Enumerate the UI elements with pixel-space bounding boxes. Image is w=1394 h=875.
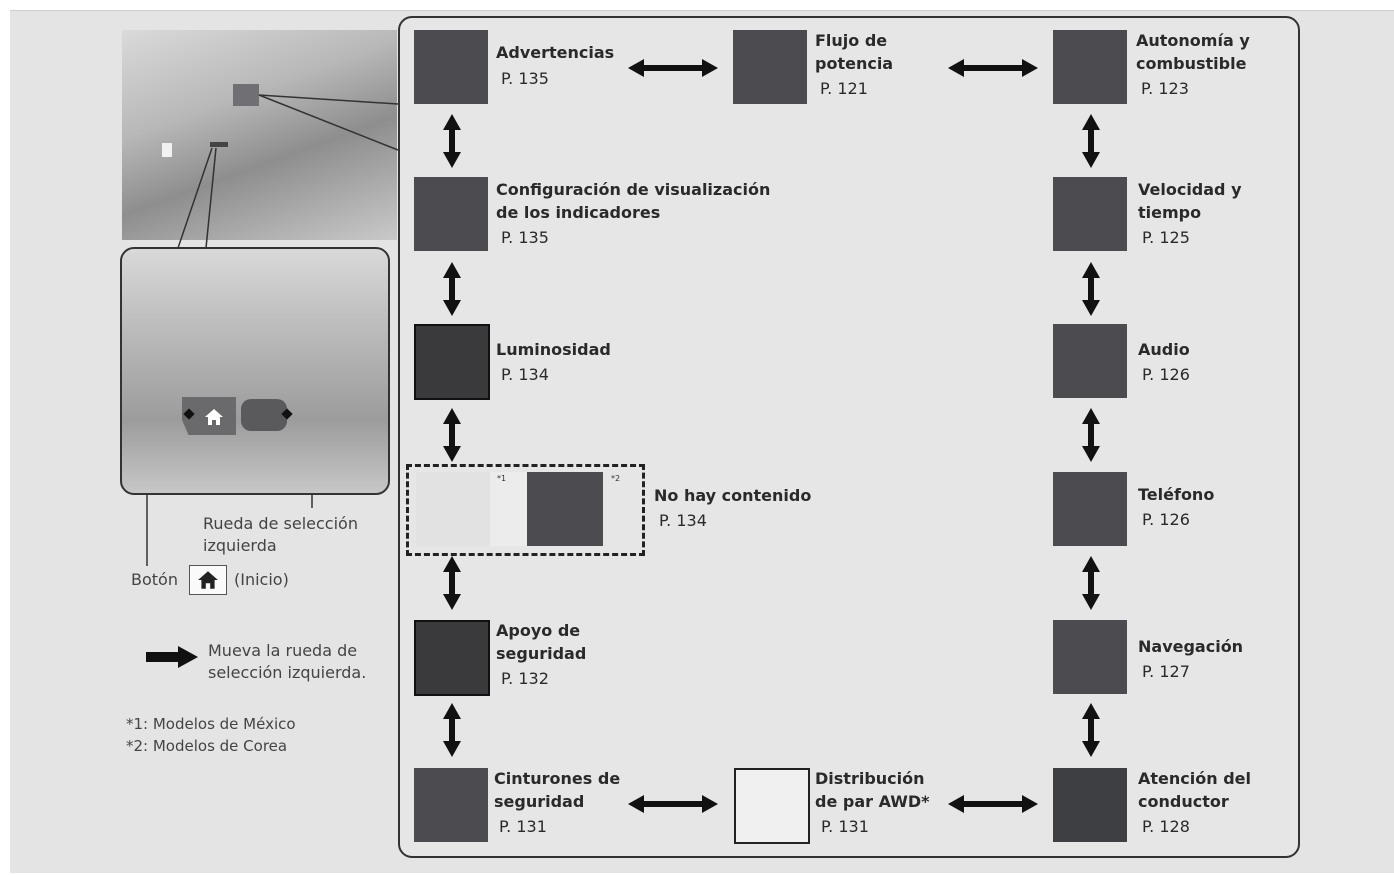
dashboard-illustration xyxy=(122,30,397,240)
double-arrow-icon xyxy=(948,59,1038,77)
double-arrow-icon xyxy=(443,703,461,757)
screen-range-fuel[interactable] xyxy=(1053,30,1127,104)
left-selector-wheel[interactable] xyxy=(241,399,287,431)
page-power-flow: P. 121 xyxy=(820,79,868,98)
screen-seat-belts[interactable] xyxy=(414,768,488,842)
screen-brightness[interactable] xyxy=(414,324,490,400)
display-marker xyxy=(233,84,259,106)
small-marker xyxy=(162,143,172,157)
double-arrow-icon xyxy=(443,408,461,462)
home-button-prefix: Botón xyxy=(131,570,178,589)
page-range-fuel: P. 123 xyxy=(1141,79,1189,98)
double-arrow-icon xyxy=(443,114,461,168)
footnote-marker-2: *2 xyxy=(611,474,621,483)
label-no-content: No hay contenido xyxy=(654,486,812,505)
label-driver-attention: Atención del conductor xyxy=(1138,769,1251,811)
wheel-marker xyxy=(210,142,228,147)
screen-navigation[interactable] xyxy=(1053,620,1127,694)
home-icon xyxy=(205,409,223,425)
screen-awd-torque[interactable] xyxy=(734,768,810,844)
page-awd-torque: P. 131 xyxy=(821,817,869,836)
double-arrow-icon xyxy=(1082,556,1100,610)
no-content-divider xyxy=(490,472,527,546)
double-arrow-icon xyxy=(628,59,718,77)
no-content-group xyxy=(406,464,645,556)
label-awd-torque: Distribución de par AWD* xyxy=(815,769,930,811)
label-warnings: Advertencias xyxy=(496,43,615,62)
screen-flow-diagram xyxy=(398,16,1300,858)
home-button-suffix: (Inicio) xyxy=(234,570,289,589)
page-brightness: P. 134 xyxy=(501,365,549,384)
selector-wheel-label: Rueda de selección izquierda xyxy=(203,514,358,555)
double-arrow-icon xyxy=(1082,408,1100,462)
zoomed-steering-wheel xyxy=(120,247,390,495)
screen-warnings[interactable] xyxy=(414,30,488,104)
double-arrow-icon xyxy=(1082,703,1100,757)
screen-driver-attention[interactable] xyxy=(1053,768,1127,842)
screen-no-content-korea[interactable] xyxy=(527,472,603,546)
label-brightness: Luminosidad xyxy=(496,340,611,359)
page-phone: P. 126 xyxy=(1142,510,1190,529)
screen-power-flow[interactable] xyxy=(733,30,807,104)
label-speed-time: Velocidad y tiempo xyxy=(1138,180,1242,222)
screen-speed-time[interactable] xyxy=(1053,177,1127,251)
label-navigation: Navegación xyxy=(1138,637,1244,656)
page-audio: P. 126 xyxy=(1142,365,1190,384)
right-arrow-icon xyxy=(146,646,198,668)
home-button-legend xyxy=(189,565,227,595)
label-range-fuel: Autonomía y combustible xyxy=(1136,31,1250,73)
footnote-korea: *2: Modelos de Corea xyxy=(126,737,288,755)
double-arrow-icon xyxy=(1082,262,1100,316)
label-power-flow: Flujo de potencia xyxy=(815,31,894,73)
footnote-marker-1: *1 xyxy=(497,474,507,483)
screen-no-content-mexico[interactable] xyxy=(416,472,490,546)
page-no-content: P. 134 xyxy=(659,511,707,530)
double-arrow-icon xyxy=(1082,114,1100,168)
page-warnings: P. 135 xyxy=(501,69,549,88)
page-safety-support: P. 132 xyxy=(501,669,549,688)
double-arrow-icon xyxy=(948,795,1038,813)
page-navigation: P. 127 xyxy=(1142,662,1190,681)
legend-text: Mueva la rueda de selección izquierda. xyxy=(208,641,367,682)
label-seat-belts: Cinturones de seguridad xyxy=(494,769,621,811)
home-icon xyxy=(198,571,218,589)
screen-audio[interactable] xyxy=(1053,324,1127,398)
label-audio: Audio xyxy=(1138,340,1190,359)
page-speed-time: P. 125 xyxy=(1142,228,1190,247)
page-gauge-settings: P. 135 xyxy=(501,228,549,247)
screen-gauge-settings[interactable] xyxy=(414,177,488,251)
page-seat-belts: P. 131 xyxy=(499,817,547,836)
footnote-mexico: *1: Modelos de México xyxy=(126,715,296,733)
label-phone: Teléfono xyxy=(1138,485,1215,504)
label-safety-support: Apoyo de seguridad xyxy=(496,621,587,663)
double-arrow-icon xyxy=(443,262,461,316)
double-arrow-icon xyxy=(628,795,718,813)
double-arrow-icon xyxy=(443,556,461,610)
page-driver-attention: P. 128 xyxy=(1142,817,1190,836)
label-gauge-settings: Configuración de visualización de los in… xyxy=(496,180,771,222)
screen-safety-support[interactable] xyxy=(414,620,490,696)
screen-phone[interactable] xyxy=(1053,472,1127,546)
